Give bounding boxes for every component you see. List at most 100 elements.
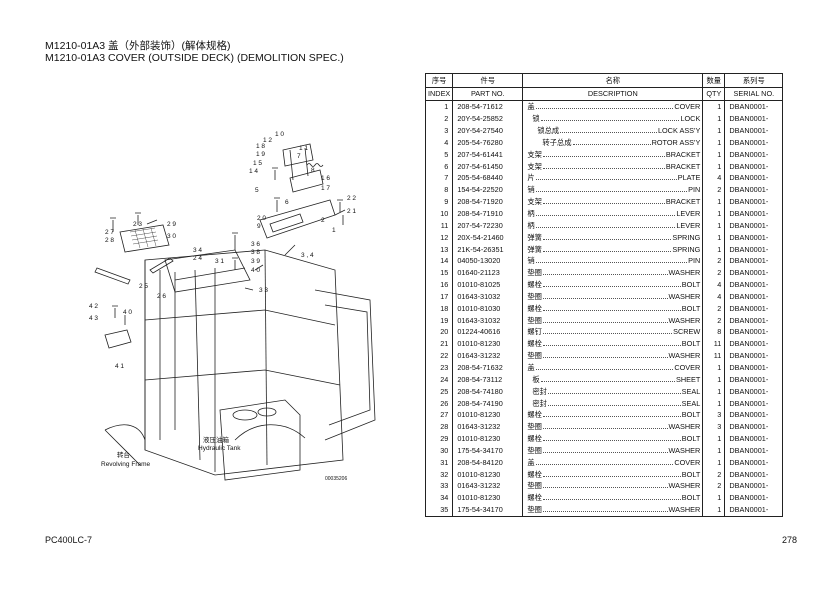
dot-leader: [535, 262, 688, 264]
row-quantity: 1: [702, 231, 726, 244]
row-description-en: BOLT: [681, 410, 701, 420]
callout-9: 9: [257, 223, 261, 230]
row-serial-number: DBAN0001-: [724, 361, 784, 374]
dot-leader: [542, 487, 668, 489]
row-part-number: 01643-31232: [452, 349, 524, 362]
row-part-number: 01643-31232: [452, 420, 524, 433]
header-desc: DESCRIPTION: [522, 86, 704, 101]
dot-leader: [542, 274, 668, 276]
callout-3-4: 3 , 4: [301, 252, 314, 259]
row-part-number: 175-54-34170: [452, 503, 524, 517]
row-part-number: 21K-54-26351: [452, 243, 524, 255]
row-index: 1: [424, 100, 454, 113]
row-part-number: 208-54-73112: [452, 373, 524, 386]
callout-19: 1 9: [256, 151, 265, 158]
row-description-en: LEVER: [676, 209, 701, 219]
row-index: 25: [424, 385, 454, 398]
row-description-cn: 销: [527, 256, 535, 266]
row-description-cn: 垫圈: [527, 315, 542, 325]
dot-leader: [535, 226, 676, 228]
dot-leader: [547, 392, 681, 394]
row-serial-number: DBAN0001-: [724, 503, 784, 517]
header-index: INDEX: [424, 86, 454, 101]
row-part-number: 208-54-71920: [452, 195, 524, 208]
row-description-cn: 螺栓: [527, 493, 542, 503]
label-revolving-en: Revolving Frame: [101, 461, 151, 468]
row-description-cn: 密封: [532, 386, 547, 396]
row-description-en: SPRING: [672, 244, 701, 254]
dot-leader: [542, 357, 668, 359]
row-index: 32: [424, 468, 454, 480]
row-serial-number: DBAN0001-: [724, 456, 784, 469]
dot-leader: [535, 215, 676, 217]
row-serial-number: DBAN0001-: [724, 326, 784, 338]
row-description-cn: 锁总成: [537, 126, 560, 136]
dot-leader: [542, 250, 672, 252]
row-part-number: 20Y-54-25852: [452, 112, 524, 125]
row-quantity: 2: [702, 254, 726, 267]
callout-23: 2 3: [133, 221, 142, 228]
row-serial-number: DBAN0001-: [724, 124, 784, 137]
dot-leader: [542, 440, 681, 442]
dot-leader: [542, 451, 668, 453]
row-index: 29: [424, 432, 454, 445]
callout-27: 2 7: [105, 229, 114, 236]
row-part-number: 01010-81230: [452, 408, 524, 421]
row-part-number: 01010-81230: [452, 337, 524, 350]
row-index: 18: [424, 302, 454, 315]
callout-41: 4 1: [115, 363, 124, 370]
callout-24: 2 4: [193, 255, 202, 262]
row-quantity: 1: [702, 100, 726, 113]
row-part-number: 20Y-54-27540: [452, 124, 524, 137]
header-index-cn: 序号: [424, 73, 454, 88]
dot-leader: [542, 416, 681, 418]
row-description-cn: 转子总成: [542, 137, 572, 147]
callout-42: 4 2: [89, 303, 98, 310]
header-partno: PART NO.: [452, 86, 524, 101]
row-description-cn: 盖: [527, 362, 535, 372]
callout-22: 2 2: [347, 195, 356, 202]
dot-leader: [572, 143, 651, 145]
row-description-en: BOLT: [681, 280, 701, 290]
row-serial-number: DBAN0001-: [724, 373, 784, 386]
row-index: 35: [424, 503, 454, 517]
row-serial-number: DBAN0001-: [724, 444, 784, 457]
row-index: 24: [424, 373, 454, 386]
callout-26: 2 6: [157, 293, 166, 300]
callout-6: 6: [285, 199, 289, 206]
row-serial-number: DBAN0001-: [724, 337, 784, 350]
header-qty: QTY: [702, 86, 726, 101]
row-description-en: PIN: [688, 256, 701, 266]
callout-21: 2 1: [347, 208, 356, 215]
dot-leader: [542, 297, 668, 299]
dot-leader: [535, 108, 674, 110]
row-part-number: 175-54-34170: [452, 444, 524, 457]
row-description-cn: 螺栓: [527, 339, 542, 349]
row-index: 10: [424, 207, 454, 220]
callout-40: 4 0: [251, 267, 260, 274]
row-index: 27: [424, 408, 454, 421]
row-serial-number: DBAN0001-: [724, 231, 784, 244]
row-part-number: 01640-21123: [452, 266, 524, 279]
callout-30: 3 0: [167, 233, 176, 240]
row-quantity: 1: [702, 195, 726, 208]
dot-leader: [540, 380, 675, 382]
row-part-number: 20X-54-21460: [452, 231, 524, 244]
